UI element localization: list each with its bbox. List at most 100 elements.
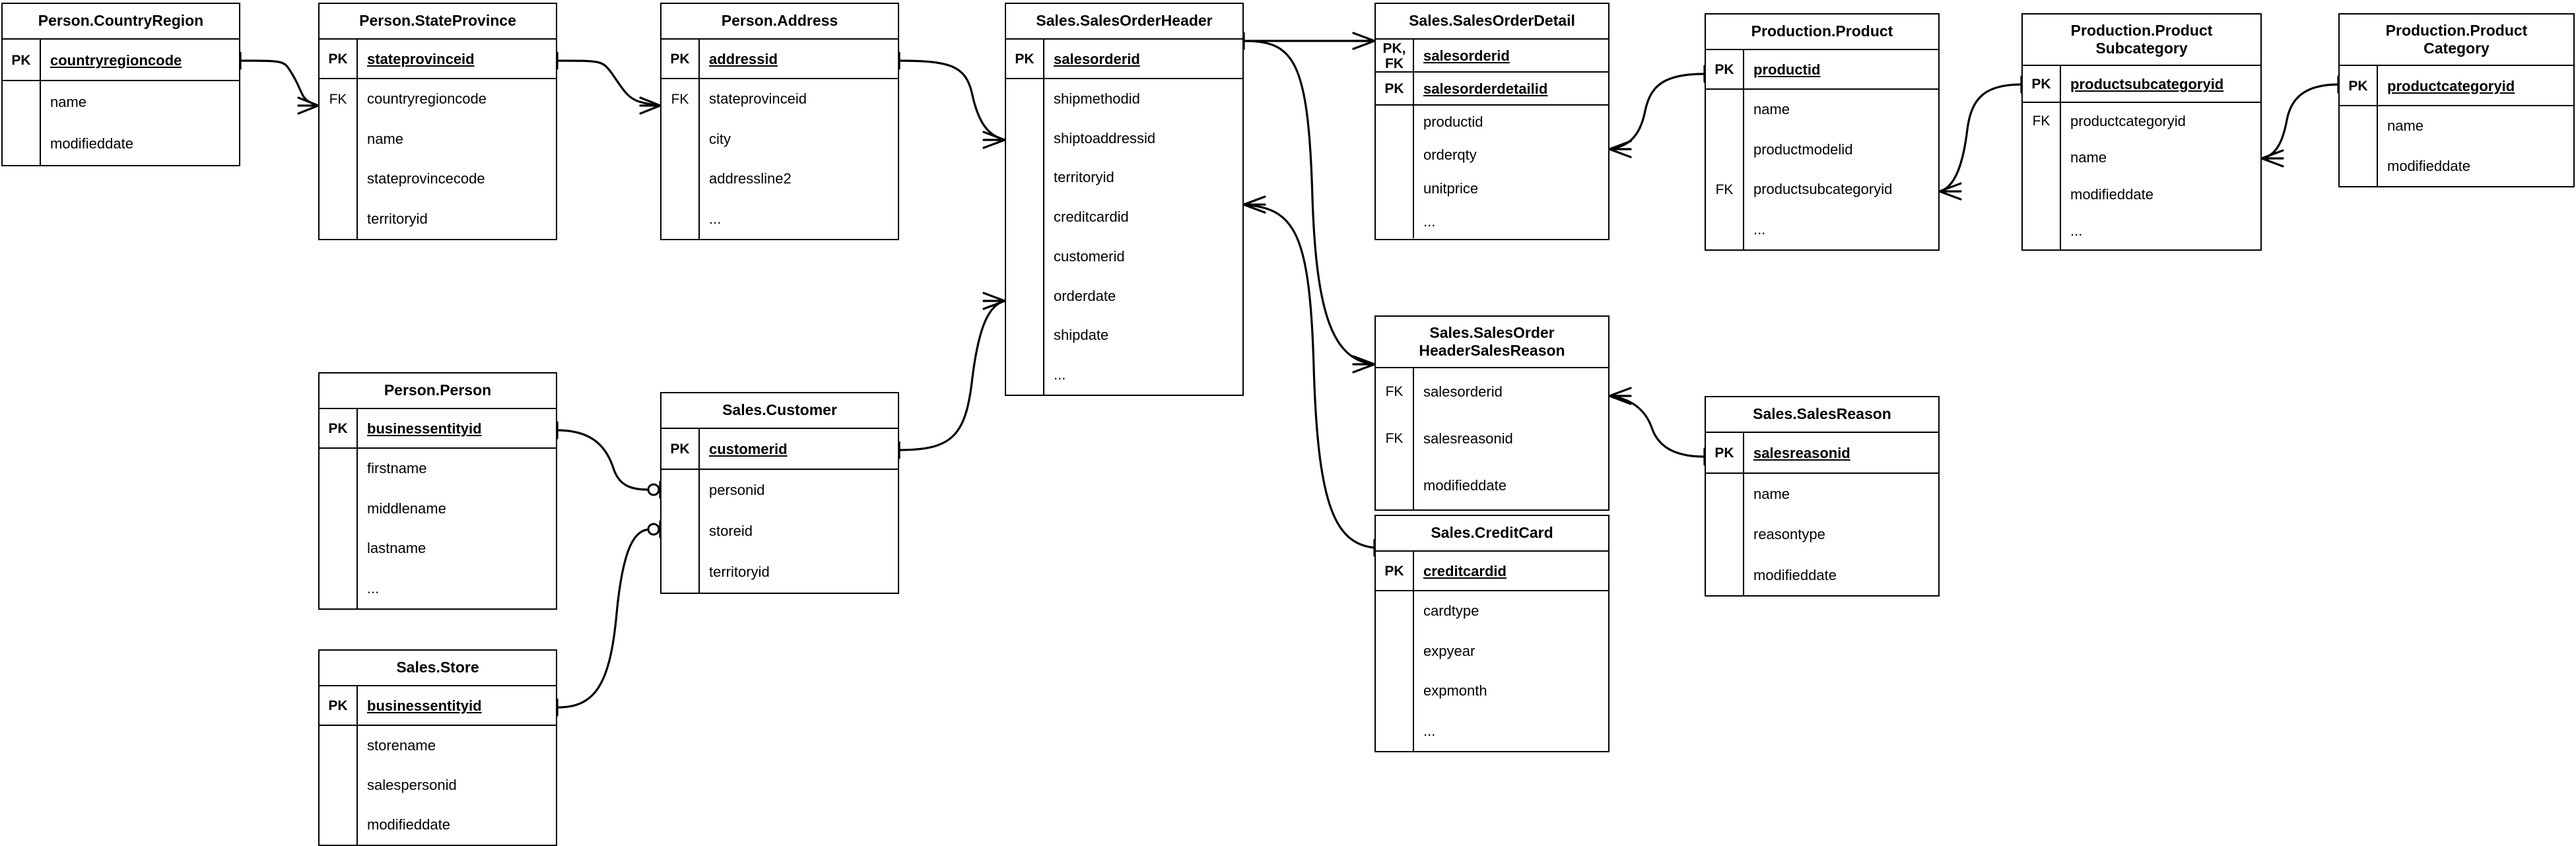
attribute-row[interactable]: reasontype <box>1706 514 1938 556</box>
attribute-row[interactable]: name <box>1706 474 1938 515</box>
attribute-row[interactable]: ... <box>2023 212 2260 249</box>
attribute-name: productcategoryid <box>2070 112 2186 129</box>
attribute-row[interactable]: ... <box>1376 205 1608 238</box>
entity-title-line: Category <box>2423 40 2490 57</box>
key-badge <box>320 449 358 489</box>
attribute-row[interactable]: customerid <box>1006 237 1242 277</box>
attribute-row[interactable]: modifieddate <box>2340 146 2573 186</box>
attribute-row[interactable]: firstname <box>320 449 556 489</box>
attribute-row[interactable]: territoryid <box>320 199 556 239</box>
attribute-name: salesorderid <box>1423 383 1503 400</box>
attribute-row[interactable]: stateprovincecode <box>320 159 556 199</box>
attribute-name: salesorderdetailid <box>1423 81 1548 97</box>
attribute-row[interactable]: name <box>320 119 556 159</box>
attribute-row[interactable]: lastname <box>320 529 556 569</box>
attribute-row[interactable]: shipdate <box>1006 315 1242 356</box>
attribute-row[interactable]: cardtype <box>1376 591 1608 632</box>
attribute-row[interactable]: shiptoaddressid <box>1006 118 1242 158</box>
attribute-row[interactable]: name <box>1706 90 1938 130</box>
attribute-row[interactable]: addressline2 <box>661 159 898 199</box>
attribute-name: personid <box>709 482 765 498</box>
attribute-row[interactable]: city <box>661 119 898 159</box>
attribute-row[interactable]: name <box>2340 106 2573 146</box>
attribute-row[interactable]: territoryid <box>661 552 898 593</box>
attribute-row[interactable]: ... <box>661 199 898 239</box>
attribute-name: shipdate <box>1054 327 1109 344</box>
key-badge <box>661 470 700 511</box>
attribute-row[interactable]: modifieddate <box>1376 462 1608 509</box>
attribute-row[interactable]: name <box>3 81 239 123</box>
attribute-row[interactable]: expmonth <box>1376 671 1608 711</box>
attribute-row[interactable]: modifieddate <box>320 805 556 845</box>
attribute-row[interactable]: productmodelid <box>1706 129 1938 170</box>
attribute-row[interactable]: modifieddate <box>3 123 239 165</box>
attribute-row[interactable]: ... <box>1376 711 1608 751</box>
attribute-row[interactable]: middlename <box>320 488 556 529</box>
attribute-row[interactable]: storename <box>320 726 556 765</box>
entity-title: Sales.CreditCard <box>1376 516 1608 552</box>
attribute-row[interactable]: ... <box>1006 355 1242 395</box>
attribute-row[interactable]: orderdate <box>1006 276 1242 316</box>
attribute-row[interactable]: modifieddate <box>2023 176 2260 213</box>
attribute-row[interactable]: storeid <box>661 511 898 552</box>
attribute-name: addressid <box>709 51 778 67</box>
attribute-row[interactable]: creditcardid <box>1006 197 1242 237</box>
attribute-row[interactable]: ... <box>320 568 556 608</box>
attribute-row[interactable]: name <box>2023 139 2260 176</box>
key-badge <box>320 119 358 159</box>
key-badge: PK <box>320 686 358 726</box>
attribute-row[interactable]: ... <box>1706 209 1938 249</box>
attribute-name: name <box>2070 149 2107 166</box>
attribute-row[interactable]: expyear <box>1376 631 1608 671</box>
attribute-row[interactable]: modifieddate <box>1706 555 1938 596</box>
attribute-name: addressline2 <box>709 170 792 187</box>
attribute-row[interactable]: shipmethodid <box>1006 79 1242 119</box>
attribute-row[interactable]: unitprice <box>1376 172 1608 205</box>
attribute-row[interactable]: orderqty <box>1376 139 1608 172</box>
attribute-name: productcategoryid <box>2387 77 2515 94</box>
attribute-row[interactable]: territoryid <box>1006 158 1242 198</box>
attribute-row[interactable]: personid <box>661 470 898 511</box>
attribute-row[interactable]: salespersonid <box>320 765 556 805</box>
attribute-name: city <box>709 130 731 147</box>
attribute-row[interactable]: productid <box>1376 106 1608 139</box>
